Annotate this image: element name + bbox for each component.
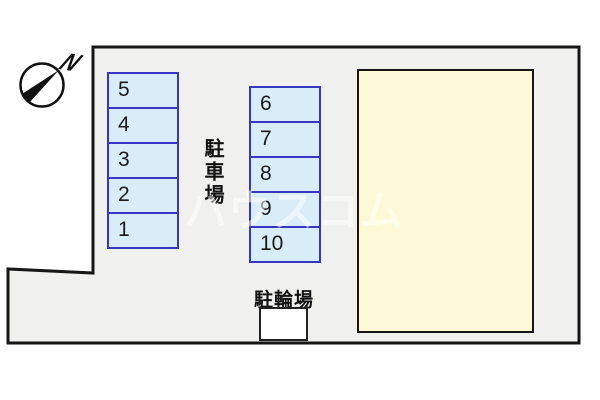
north-arrow-icon (22, 70, 59, 103)
parking-column-right: 6 7 8 9 10 (249, 86, 321, 263)
parking-stall-10: 10 (249, 226, 321, 263)
building-block (357, 69, 534, 333)
parking-stall-4: 4 (107, 107, 179, 144)
parking-stall-9: 9 (249, 191, 321, 228)
parking-lot-label: 駐車場 (201, 138, 223, 207)
parking-stall-3: 3 (107, 142, 179, 179)
bicycle-parking-label: 駐輪場 (253, 290, 314, 311)
bicycle-parking-box (259, 307, 308, 341)
parking-stall-6: 6 (249, 86, 321, 123)
parking-column-left: 5 4 3 2 1 (107, 72, 179, 249)
parking-stall-1: 1 (107, 212, 179, 249)
compass-icon (19, 62, 65, 108)
parking-stall-8: 8 (249, 156, 321, 193)
parking-stall-7: 7 (249, 121, 321, 158)
parking-stall-5: 5 (107, 72, 179, 109)
parking-stall-2: 2 (107, 177, 179, 214)
